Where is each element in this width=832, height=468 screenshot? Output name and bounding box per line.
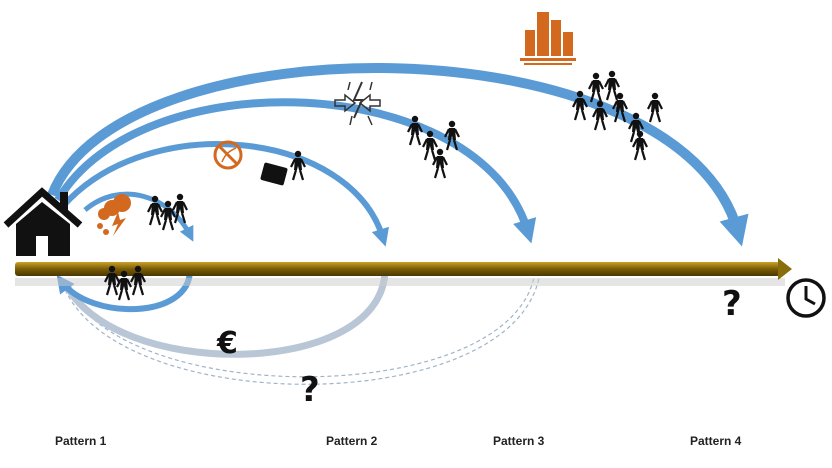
euro-symbol: € [217, 326, 238, 361]
return-arc-pattern2 [61, 271, 389, 358]
home-icon [3, 187, 83, 256]
storm-disaster-icon [97, 194, 131, 236]
pattern-2-label: Pattern 2 [326, 434, 378, 448]
conflict-icon [334, 81, 381, 126]
pattern-4-label: Pattern 4 [690, 434, 742, 448]
people-group-pattern3 [406, 114, 461, 180]
clock-icon [786, 278, 826, 318]
arc-pattern4 [47, 63, 749, 247]
arc-pattern3 [54, 98, 537, 244]
arc-pattern2 [61, 141, 389, 247]
no-farming-icon [213, 140, 243, 170]
arc-pattern1 [83, 191, 194, 242]
pattern-3-label: Pattern 3 [493, 434, 545, 448]
return-arc-pattern1 [56, 269, 193, 313]
pattern-1-label: Pattern 1 [55, 434, 107, 448]
person-with-suitcase-icon [260, 149, 307, 186]
timeline-shadow [15, 278, 785, 286]
people-group-pattern4 [571, 69, 664, 162]
question-mark-time: ? [722, 284, 742, 324]
return-arc-pattern3-dashed [61, 271, 541, 385]
question-mark-return: ? [300, 370, 320, 410]
timeline-bar [15, 262, 780, 276]
timeline-arrowhead [778, 258, 792, 280]
city-icon [520, 12, 576, 65]
